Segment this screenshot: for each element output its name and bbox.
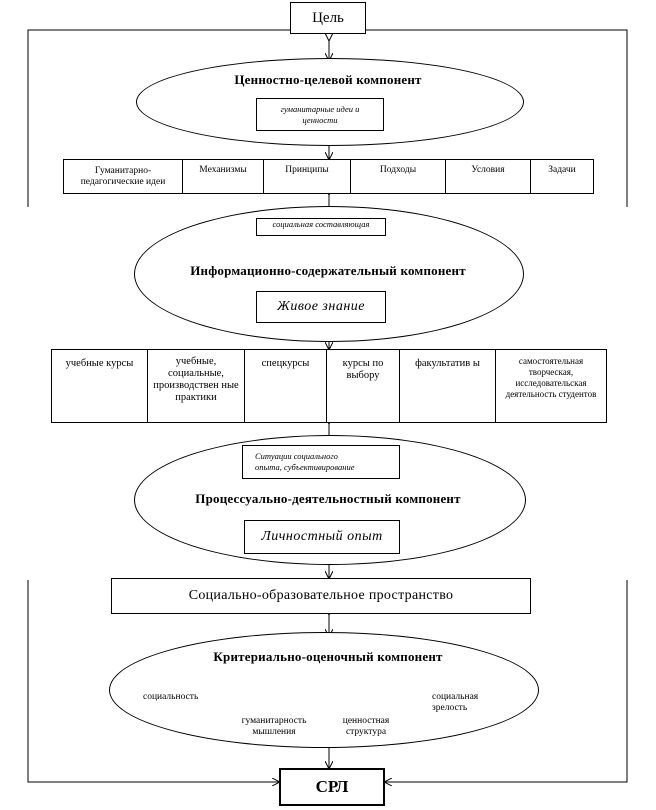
personal-experience-label: Личностный опыт [261, 529, 383, 544]
social-educational-space-box: Социально-образовательное пространство [111, 578, 531, 614]
social-component-box: социальная составляющая [256, 218, 386, 236]
table-cell: спецкурсы [245, 350, 327, 422]
informational-component-title: Информационно-содержательный компонент [190, 263, 466, 278]
loop-right-line [366, 29, 628, 207]
criteria-evaluation-component-oval [109, 632, 539, 748]
living-knowledge-box: Живое знание [256, 291, 386, 323]
criterion-sociality: социальность [143, 692, 199, 702]
criterion-humanitarian-thinking: гуманитарность мышления [241, 716, 307, 737]
courses-table: учебные курсы учебные, социальные, произ… [51, 349, 607, 423]
table-cell: курсы по выбору [327, 350, 400, 422]
table-cell: самостоятельная творческая, исследовател… [505, 356, 597, 399]
social-component-label: социальная составляющая [272, 219, 370, 229]
goal-box: Цель [290, 2, 366, 34]
criterion-social-maturity: социальная зрелость [432, 692, 479, 713]
result-label: СРЛ [315, 777, 349, 796]
humanitarian-ideas-label: гуманитарные идеи и ценности [280, 103, 360, 125]
living-knowledge-label: Живое знание [277, 299, 365, 314]
value-target-component-title: Ценностно-целевой компонент [234, 72, 422, 87]
table-cell: учебные курсы [52, 350, 148, 422]
personal-experience-box: Личностный опыт [244, 520, 400, 554]
humanitarian-ideas-box: гуманитарные идеи и ценности [256, 98, 384, 131]
loop-right-bottom-line [385, 580, 628, 782]
table-cell: Принципы [264, 160, 351, 193]
result-box: СРЛ [279, 768, 385, 806]
loop-left-bottom-line [27, 580, 279, 782]
table-cell: факультатив ы [400, 350, 496, 422]
table-cell: Гуманитарно-педагогические идеи [64, 160, 183, 193]
table-cell: учебные, социальные, производствен ные п… [148, 350, 245, 422]
goal-label: Цель [312, 9, 344, 26]
loop-left-line [27, 29, 290, 207]
social-experience-label: Ситуации социального опыта, субъективиро… [255, 451, 355, 472]
social-experience-box: Ситуации социального опыта, субъективиро… [242, 445, 400, 479]
process-activity-component-title: Процессуально-деятельностный компонент [195, 491, 461, 506]
criterion-value-structure: ценностная структура [342, 716, 390, 737]
table-cell: Условия [446, 160, 531, 193]
criteria-evaluation-component-title: Критериально-оценочный компонент [213, 649, 443, 664]
table-cell: Задачи [548, 165, 576, 175]
social-educational-space-label: Социально-образовательное пространство [188, 588, 454, 603]
table-cell: Подходы [351, 160, 446, 193]
table-cell: Механизмы [183, 160, 264, 193]
principles-table: Гуманитарно-педагогические идеи Механизм… [63, 159, 594, 194]
